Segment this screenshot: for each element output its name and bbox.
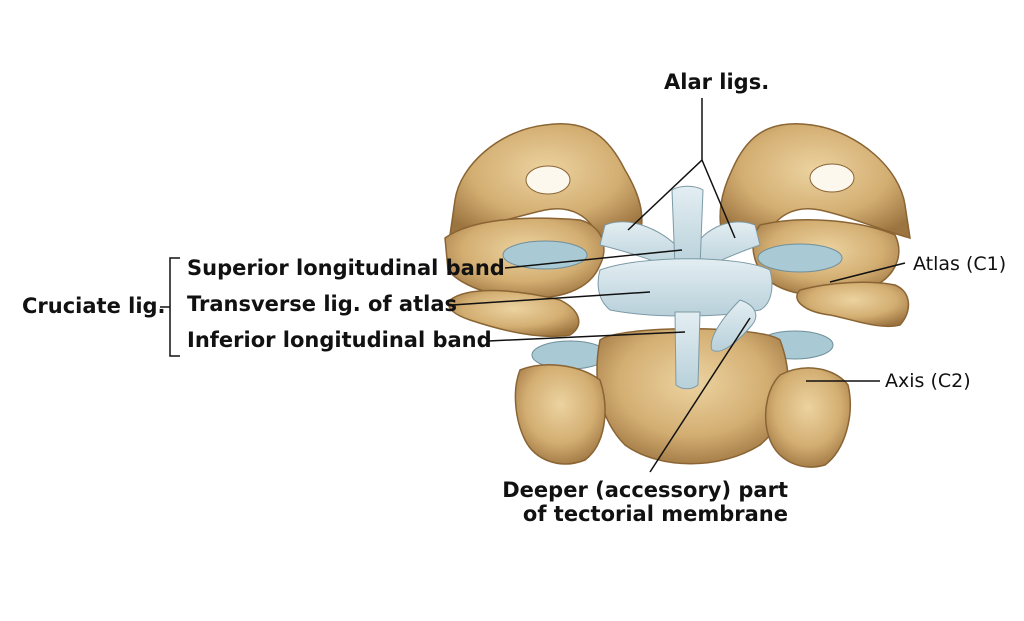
accessory-tectorial-membrane [710,299,757,352]
label-axis: Axis (C2) [885,370,971,392]
label-superior-longitudinal-band: Superior longitudinal band [187,256,505,280]
label-inferior-longitudinal-band: Inferior longitudinal band [187,328,492,352]
deeper-part-leader [649,317,751,473]
cruciate-bracket [169,257,180,357]
foramen-left [525,165,571,195]
joint-cartilage-upper-left [502,240,588,270]
leader-lines [451,98,906,473]
atlas-transverse-process-right [796,281,910,328]
label-deeper-line-1: Deeper (accessory) part [502,478,788,502]
atlas-transverse-process-left [448,289,580,338]
axis-lateral-left [514,364,606,465]
superior-band-leader [504,249,683,269]
transverse-ligament [597,258,773,317]
joint-cartilage-upper-right [757,243,843,273]
foramen-right [809,163,855,193]
superior-longitudinal-band [671,185,704,269]
transverse-leader [451,291,651,306]
axis-lateral-right [764,367,851,468]
label-cruciate-ligament: Cruciate lig. [22,294,166,318]
label-atlas: Atlas (C1) [913,253,1007,275]
inferior-band-leader [487,331,686,342]
label-deeper-part-tectorial-membrane: Deeper (accessory) part of tectorial mem… [498,478,788,526]
alar-leader-right [701,159,736,239]
inferior-longitudinal-band [674,311,701,390]
atlas-leader [829,262,906,283]
label-alar-ligaments: Alar ligs. [664,70,770,94]
label-transverse-ligament: Transverse lig. of atlas [187,292,458,316]
label-deeper-line-2: of tectorial membrane [522,502,788,527]
